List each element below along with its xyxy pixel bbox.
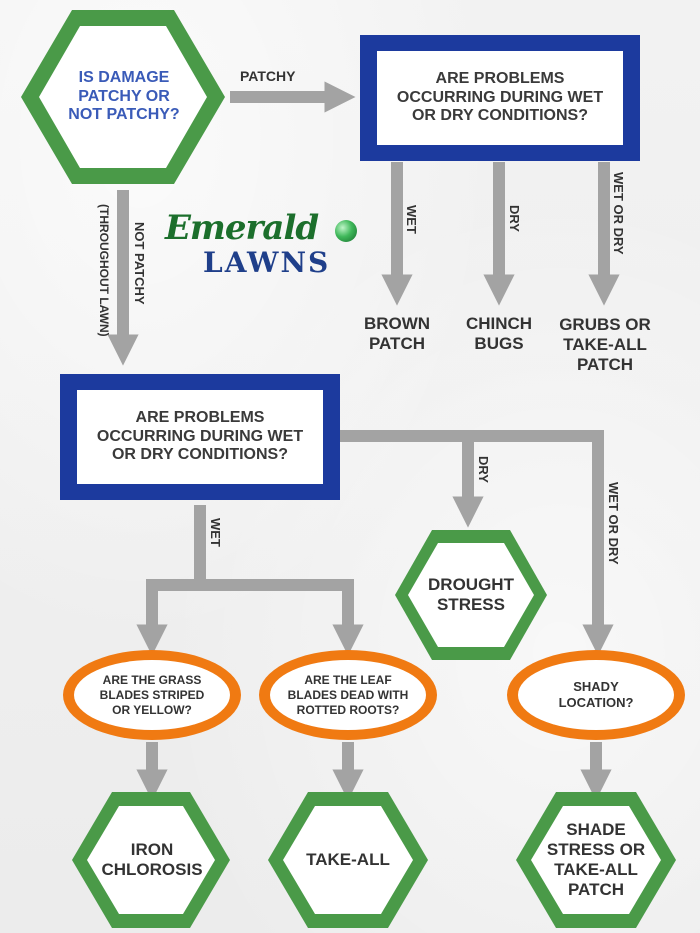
label-notpatchy-dry: DRY [476,456,491,483]
shady-question-oval [518,660,674,730]
shady-question: SHADY LOCATION? [558,678,634,710]
result-chinch-bugs: CHINCH BUGS [465,313,533,353]
logo-script: Emerald [165,208,319,248]
start-hexagon [39,26,207,168]
label-patchy: PATCHY [240,68,296,84]
arrow-wet-or-dry-not-patchy [468,430,614,656]
result-take-all: TAKE-ALL [306,849,390,869]
label-not-patchy: NOT PATCHY [132,222,147,305]
patchy-question: ARE PROBLEMS OCCURRING DURING WET OR DRY… [396,69,604,125]
notpatchy-question-box [77,390,323,484]
logo-word: LAWNS [203,246,331,279]
result-grubs-or-take-all: GRUBS OR TAKE-ALL PATCH [559,314,651,375]
arrow-dry-not-patchy [340,430,484,528]
label-throughout-lawn: (THROUGHOUT LAWN) [97,204,111,337]
start-question: IS DAMAGE PATCHY OR NOT PATCHY? [68,68,180,124]
arrow-wet-split-right [146,579,364,656]
label-patchy-wet-or-dry: WET OR DRY [611,172,626,255]
label-patchy-dry: DRY [507,205,522,232]
logo-gem-icon [335,220,357,242]
result-brown-patch: BROWN PATCH [363,313,431,353]
label-notpatchy-wet: WET [208,518,223,547]
result-shade-stress: SHADE STRESS OR TAKE-ALL PATCH [546,819,646,900]
result-drought-stress: DROUGHT STRESS [428,574,514,614]
grass-question: ARE THE GRASS BLADES STRIPED OR YELLOW? [99,672,205,717]
shade-hexagon [531,806,661,914]
grass-question-oval [74,660,230,730]
label-patchy-wet: WET [404,205,419,234]
leaf-question: ARE THE LEAF BLADES DEAD WITH ROTTED ROO… [287,672,409,717]
takeall-hexagon [283,806,413,914]
iron-hexagon [87,806,215,914]
connectors [107,81,620,801]
patchy-question-box [377,51,623,145]
drought-hexagon [408,543,534,647]
notpatchy-question: ARE PROBLEMS OCCURRING DURING WET OR DRY… [96,408,304,464]
leaf-question-oval [270,660,426,730]
result-iron-chlorosis: IRON CHLOROSIS [101,839,203,879]
label-notpatchy-wet-or-dry: WET OR DRY [606,482,621,565]
logo: Emerald LAWNS [165,208,360,283]
